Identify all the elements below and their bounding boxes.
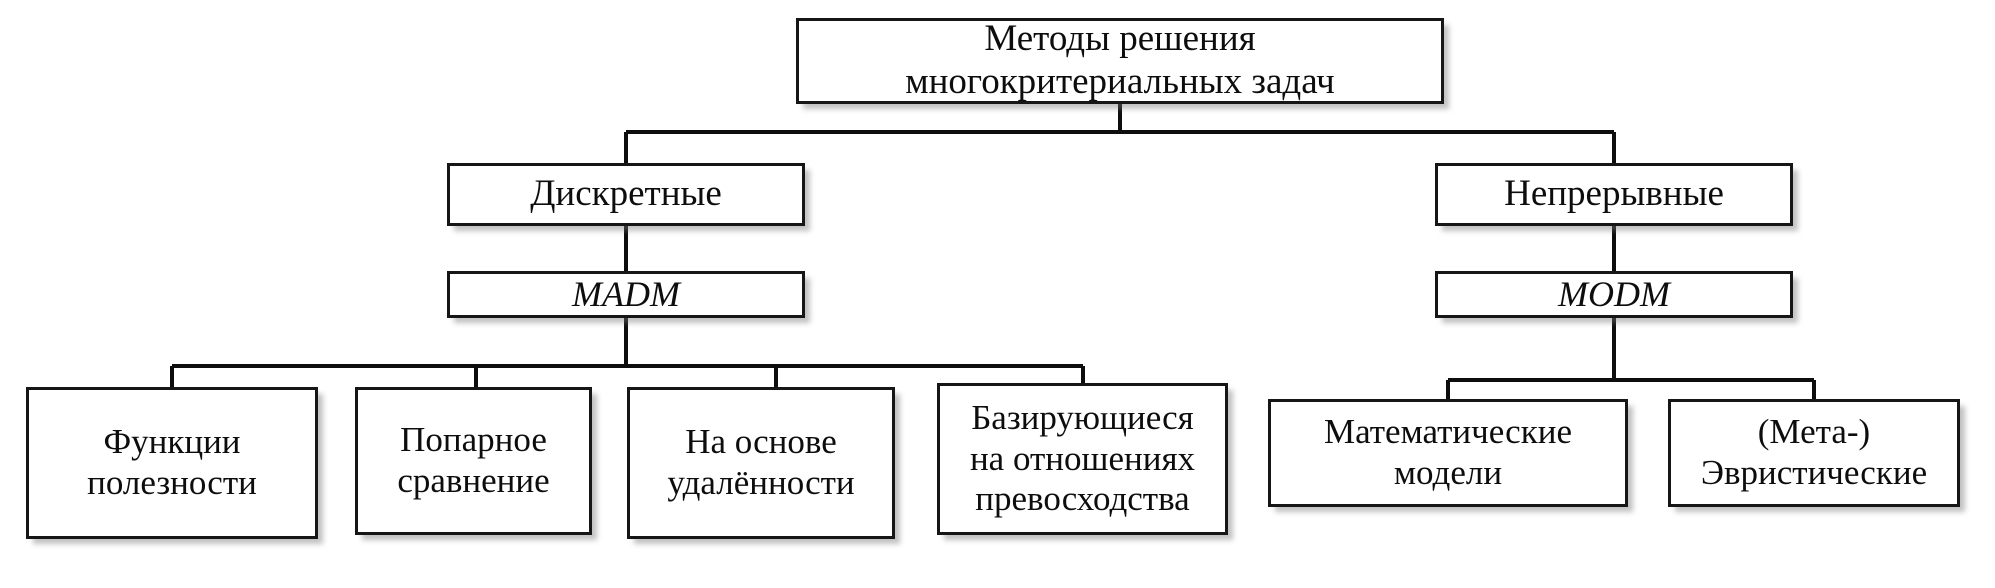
node-root-label: Методы решения многокритериальных задач	[905, 18, 1335, 102]
node-pairwise-comparison[interactable]: Попарное сравнение	[355, 387, 592, 535]
node-math-models-label: Математические модели	[1324, 412, 1572, 492]
node-utility-functions[interactable]: Функции полезности	[26, 387, 318, 539]
node-continuous[interactable]: Непрерывные	[1435, 163, 1793, 226]
node-root[interactable]: Методы решения многокритериальных задач	[796, 18, 1444, 104]
node-pairwise-comparison-label: Попарное сравнение	[397, 420, 550, 500]
node-utility-functions-label: Функции полезности	[87, 422, 257, 502]
node-madm[interactable]: MADM	[447, 271, 805, 318]
node-meta-heuristics-label: (Мета-) Эвристические	[1700, 412, 1928, 492]
node-distance-based[interactable]: На основе удалённости	[627, 387, 895, 539]
node-modm[interactable]: MODM	[1435, 271, 1793, 318]
node-outranking-label: Базирующиеся на отношениях превосходства	[969, 398, 1196, 519]
node-discrete[interactable]: Дискретные	[447, 163, 805, 226]
node-math-models[interactable]: Математические модели	[1268, 399, 1628, 507]
node-madm-label: MADM	[572, 273, 680, 314]
node-discrete-label: Дискретные	[530, 173, 722, 215]
node-continuous-label: Непрерывные	[1504, 173, 1724, 215]
node-meta-heuristics[interactable]: (Мета-) Эвристические	[1668, 399, 1960, 507]
node-modm-label: MODM	[1558, 273, 1670, 314]
node-outranking[interactable]: Базирующиеся на отношениях превосходства	[937, 383, 1228, 535]
node-distance-based-label: На основе удалённости	[667, 422, 855, 502]
